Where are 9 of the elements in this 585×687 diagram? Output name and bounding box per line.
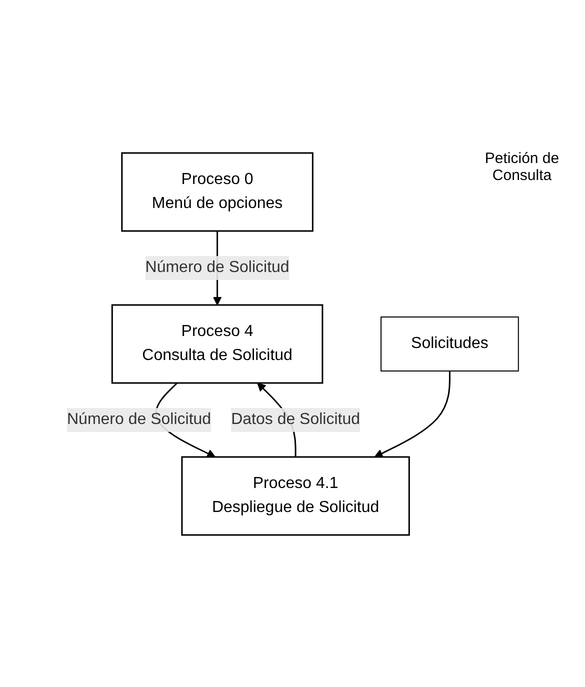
node-box: Proceso 0 Menú de opciones <box>120 152 314 232</box>
edge-label: Número de Solicitud <box>145 258 290 276</box>
node-box: Solicitudes <box>380 316 519 371</box>
edge-label: Datos de Solicitud <box>230 410 360 428</box>
node-box: Proceso 4.1 Despliegue de Solicitud <box>181 456 410 536</box>
arrow <box>374 370 450 457</box>
node-box: Proceso 4 Consulta de Solicitud <box>111 304 323 384</box>
edge-label: Número de Solicitud <box>66 410 211 428</box>
flow-label: Petición de Consulta <box>484 150 560 184</box>
